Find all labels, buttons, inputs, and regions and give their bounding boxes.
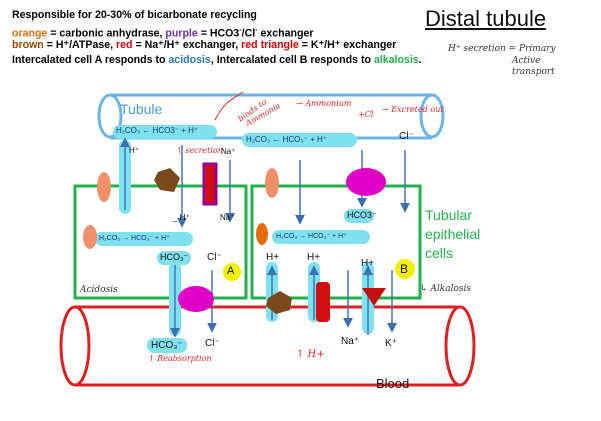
- cell-a-marker: [223, 263, 241, 281]
- note-h-plus: ↑ H+: [296, 349, 325, 360]
- blood-label: Blood: [376, 376, 410, 391]
- legend-purple-def2: /Cl: [241, 27, 256, 40]
- highlight-eq-b-mid: [272, 230, 370, 244]
- legend-cell-b: , Intercalated cell B responds to: [210, 54, 374, 66]
- cl-a-label: Cl⁻: [207, 252, 222, 263]
- note-secretion-2: Active: [512, 56, 541, 66]
- legend-purple-def3: exchanger: [257, 27, 314, 40]
- na-h-exchanger-b: [316, 282, 330, 322]
- page-title: Distal tubule: [425, 6, 547, 31]
- k-blood-label: K⁺: [385, 338, 397, 349]
- h-top-label: H⁺: [129, 146, 139, 155]
- legend-line-2: orange = carbonic anhydrase, purple = HC…: [12, 27, 314, 40]
- cell-b-marker: [395, 259, 415, 279]
- hco3-a-label: HCO₃⁻: [160, 252, 189, 262]
- legend-line-3: brown = H⁺/ATPase, red = Na⁺/H⁺ exchange…: [12, 39, 396, 52]
- note-acidosis: Acidosis: [80, 285, 118, 295]
- highlight-eq-a-top: [113, 125, 217, 139]
- note-reabsorption: ↑ Reabsorption: [148, 354, 212, 363]
- hco3-cl-exchanger-b: [346, 168, 386, 196]
- note-secretion-3: transport: [512, 67, 555, 77]
- na-blood-label: Na⁺: [341, 336, 360, 347]
- tubular-label-3: cells: [425, 245, 454, 261]
- cell-b-label: B: [400, 262, 409, 276]
- hco3-blood-label: HCO₃⁻: [151, 340, 183, 351]
- h-b1-label: H+: [266, 252, 280, 263]
- note-alkalosis: ↳ Alkalosis: [420, 284, 472, 294]
- note-secretion: ↑ secretion: [176, 146, 223, 155]
- legend-brown-def: = H⁺/ATPase,: [43, 39, 117, 51]
- legend-acidosis: acidosis: [168, 54, 211, 66]
- h-mid-label: _ H⁺: [173, 213, 190, 222]
- legend-cell-a: Intercalated cell A responds to: [12, 54, 169, 66]
- equation-a-top: H₂CO₃ ← HCO3⁻ + H⁺: [116, 126, 199, 135]
- highlight-hco3-blood: [147, 338, 187, 353]
- note-plus-cl: +Cl: [358, 110, 374, 119]
- legend-alkalosis: alkalosis: [373, 54, 419, 66]
- hco3-b-label: HCO3⁻: [347, 210, 377, 220]
- carbonic-anhydrase-a-mid: [83, 225, 97, 249]
- na-mid-label: Na⁺: [220, 213, 235, 222]
- legend-red: red: [116, 39, 133, 51]
- legend-orange: orange: [12, 27, 48, 40]
- h-b2-label: H+: [307, 252, 321, 263]
- equation-b-mid: H₂CO₃ → HCO₃⁻ + H⁺: [276, 233, 347, 240]
- carbonic-anhydrase-b-mid: [256, 223, 268, 245]
- legend-line-4: Intercalated cell A responds to acidosis…: [12, 54, 422, 67]
- h-atpase-a: [154, 168, 180, 192]
- highlight-hco3-a: [157, 251, 191, 265]
- note-secretion-1: H⁺ secretion = Primary: [448, 44, 556, 54]
- note-ammonium: → Ammonium: [296, 99, 352, 108]
- note-excreted: → Excreted out: [382, 105, 444, 114]
- highlight-eq-b-top: [242, 133, 357, 147]
- highlight-eq-a-mid: [95, 232, 193, 246]
- carbonic-anhydrase-b-top: [265, 168, 279, 198]
- h-b3-label: H+: [361, 258, 375, 269]
- h-atpase-b: [266, 291, 292, 314]
- legend-purple-def: = HCO3: [197, 27, 240, 40]
- cl-top-label: Cl⁻: [399, 131, 414, 142]
- legend-brown: brown: [12, 39, 44, 51]
- tubular-label-1: Tubular: [425, 207, 472, 223]
- cl-blood-label: Cl⁻: [205, 338, 220, 349]
- k-h-exchanger: [362, 288, 386, 306]
- tubule-label: Tubule: [120, 101, 163, 117]
- equation-a-mid: H₂CO₃ → HCO₃⁻ + H⁺: [99, 235, 170, 242]
- carbonic-anhydrase-a-top: [97, 172, 111, 202]
- legend-red-triangle: red triangle: [241, 39, 299, 51]
- transport-arrows: [120, 137, 410, 338]
- hco3-cl-exchanger-a: [178, 286, 214, 312]
- legend-red-def: = Na⁺/H⁺ exchanger,: [132, 39, 242, 51]
- legend-purple: purple: [165, 27, 198, 40]
- red-annotation-curve: [214, 91, 244, 121]
- na-h-exchanger-a: [202, 162, 218, 206]
- legend-end: .: [418, 54, 422, 66]
- tubular-label-2: epithelial: [425, 226, 481, 242]
- highlight-hco3-b: [344, 209, 374, 223]
- cell-b-box: [250, 184, 422, 300]
- legend-red-triangle-def: = K⁺/H⁺ exchanger: [298, 39, 397, 51]
- legend-orange-def: = carbonic anhydrase,: [47, 27, 166, 40]
- equation-b-top: H₂CO₃ ← HCO₃⁻ + H⁺: [246, 135, 327, 144]
- highlights: [95, 125, 374, 353]
- cell-a-label: A: [227, 265, 235, 277]
- na-top-label: Na⁺: [221, 147, 236, 156]
- legend-line-1-text: Responsible for 20-30% of bicarbonate re…: [12, 9, 257, 21]
- tubular-cells-label: Tubular epithelial cells: [425, 206, 480, 263]
- legend-line-1: Responsible for 20-30% of bicarbonate re…: [12, 9, 257, 22]
